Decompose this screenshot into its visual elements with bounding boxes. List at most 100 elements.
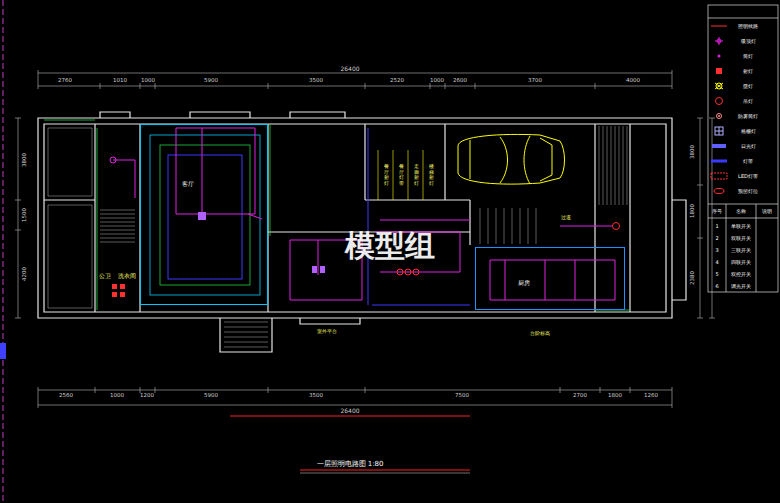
drawing-title: 一层照明电路图 1:80	[317, 461, 384, 468]
legend-symbol	[715, 83, 723, 89]
dimension: 4000	[626, 78, 640, 84]
table-cell: 序号	[712, 209, 722, 214]
wall-line	[368, 128, 470, 305]
dimension: 5900	[204, 393, 218, 399]
dimension: 1500	[22, 208, 28, 222]
switch	[120, 284, 125, 289]
room-name: 洗衣间	[118, 274, 136, 280]
table-cell: 说明	[762, 209, 772, 214]
dimension: 3700	[528, 78, 542, 84]
legend-sample	[711, 173, 727, 179]
dimension: 2760	[58, 78, 72, 84]
legend-sample	[717, 39, 721, 43]
legend-text: 日光灯	[741, 144, 756, 149]
dimension: 26400	[340, 66, 359, 72]
wire	[113, 160, 612, 226]
switch	[120, 292, 125, 297]
ceiling-outline	[150, 135, 260, 295]
dimension: 7500	[455, 393, 469, 399]
outer-wall	[38, 118, 672, 318]
circuit-wires	[113, 128, 615, 300]
dim-line	[18, 73, 712, 405]
lamp	[413, 269, 419, 275]
legend-text: 射灯	[743, 69, 753, 74]
dimension: 1200	[140, 393, 154, 399]
circuit-label: 走廊射灯	[414, 164, 419, 186]
dimension: 1010	[113, 78, 127, 84]
legend-sample	[716, 83, 722, 89]
stair-lines	[224, 322, 268, 347]
legend-sample	[715, 127, 723, 135]
bay-wall	[672, 200, 686, 300]
stair-frame	[48, 128, 92, 308]
circuit-label: 餐厅射灯	[384, 164, 389, 186]
legend-sample	[712, 144, 726, 148]
stair-hatch	[48, 126, 627, 347]
table-cell: 调光开关	[731, 284, 751, 289]
title-rule	[300, 473, 470, 474]
room-outline: 客厅	[140, 124, 268, 305]
lamp-symbols	[110, 157, 620, 297]
legend-sample	[711, 160, 727, 163]
legend-sample	[717, 114, 722, 119]
lamp	[312, 266, 317, 273]
ceiling-outline	[160, 145, 250, 285]
dimension: 3800	[22, 153, 28, 167]
room-name: 厨房	[518, 280, 530, 286]
lamp	[320, 266, 325, 273]
legend-text: 灯带	[743, 159, 753, 164]
legend-symbol	[715, 37, 723, 45]
lamp	[397, 269, 403, 275]
table-cell: 双联开关	[731, 236, 751, 241]
dimension: 3500	[309, 78, 323, 84]
table-cell: 5	[715, 272, 718, 277]
legend-symbol	[711, 26, 727, 27]
legend-sample	[718, 115, 720, 117]
legend-symbol	[718, 55, 721, 58]
legend-text: 吸顶灯	[741, 39, 756, 44]
table-cell: 四联开关	[731, 260, 751, 265]
legend-symbol	[716, 68, 722, 74]
legend-symbol	[711, 173, 727, 179]
lamp	[110, 157, 116, 163]
legend-sample	[711, 26, 727, 27]
circuit-label: 楼梯射灯	[429, 164, 434, 186]
room-name: 过道	[561, 215, 571, 220]
table-cell: 三联开关	[731, 248, 751, 253]
legend-text: 吊灯	[743, 99, 753, 104]
circuit-label: 餐厅灯带	[399, 164, 404, 186]
legend-symbol	[716, 98, 723, 105]
dimension: 26400	[340, 408, 359, 414]
table-cell: 3	[715, 248, 718, 253]
dimension: 1800	[690, 204, 696, 218]
wire	[490, 260, 615, 300]
legend-sample	[715, 37, 723, 45]
legend-symbol	[712, 144, 726, 148]
window-wall	[100, 112, 360, 324]
dimension: 2600	[453, 78, 467, 84]
lamp	[198, 212, 206, 220]
dimension: 2520	[390, 78, 404, 84]
legend-symbol	[715, 127, 723, 135]
dim-tick	[15, 70, 715, 408]
legend-grid	[708, 18, 778, 292]
legend-sample	[714, 189, 724, 194]
dimension: 3500	[309, 393, 323, 399]
dimension: 3800	[690, 145, 696, 159]
legend-sample	[716, 68, 722, 74]
legend-frame	[708, 5, 778, 292]
wire	[176, 128, 262, 219]
dimension: 2700	[573, 393, 587, 399]
dimension: 1260	[644, 393, 658, 399]
stair-lines	[100, 210, 135, 242]
car-symbol	[458, 134, 565, 184]
dimension: 1000	[430, 78, 444, 84]
partition-wall	[44, 124, 630, 352]
room-name: 客厅	[182, 181, 194, 187]
stair-lines	[599, 126, 627, 205]
switch	[112, 292, 117, 297]
dimension: 1800	[608, 393, 622, 399]
stair-lines	[480, 208, 536, 244]
